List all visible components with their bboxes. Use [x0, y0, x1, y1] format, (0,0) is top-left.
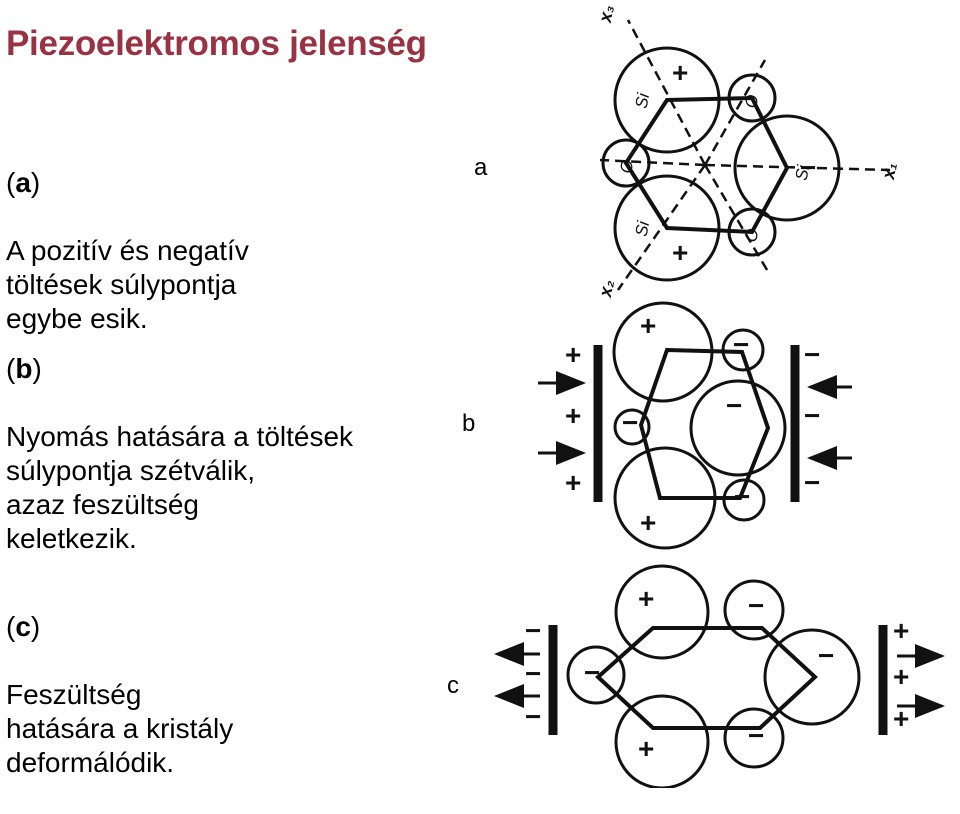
svg-text:−: − — [584, 657, 600, 688]
svg-text:−: − — [525, 701, 541, 732]
figure-a-atom-names: Si O Si O Si O — [616, 91, 813, 244]
figure-b-force-arrows — [538, 371, 852, 470]
figure-b-charges: + + − − − − + + + − − − — [565, 310, 820, 538]
svg-text:−: − — [525, 615, 541, 646]
section-b-tag: (b) — [6, 353, 42, 384]
svg-text:+: + — [893, 661, 909, 692]
svg-text:Si: Si — [632, 219, 654, 238]
svg-text:−: − — [525, 658, 541, 689]
page-title: Piezoelektromos jelenség — [6, 24, 427, 63]
svg-text:−: − — [734, 481, 750, 512]
figure-a-axes — [599, 19, 891, 291]
figure-a-charges: + − + — [672, 57, 816, 268]
section-c-tag: (c) — [6, 611, 41, 642]
svg-text:−: − — [733, 329, 749, 360]
section-a: (a) A pozitív és negatív töltések súlypo… — [6, 132, 249, 370]
figure-a-hexagon — [623, 95, 790, 235]
section-c: (c) Feszültség hatására a kristály defor… — [6, 576, 233, 814]
figure-a-diagram: + − + Si O Si O Si O x₃ x₁ x₂ — [595, 4, 901, 300]
svg-text:Si: Si — [792, 163, 814, 182]
figure-b-label: b — [462, 410, 476, 437]
svg-text:O: O — [741, 227, 762, 243]
section-b: (b) Nyomás hatására a töltések súlypontj… — [6, 318, 353, 590]
svg-text:+: + — [893, 703, 909, 734]
svg-text:O: O — [616, 158, 637, 174]
svg-text:−: − — [748, 720, 764, 751]
figure-c-label: c — [447, 672, 459, 699]
figure-c-hexagon — [595, 626, 818, 730]
figure-b-diagram: + + − − − − + + + − − − — [538, 301, 852, 550]
section-c-text: Feszültség hatására a kristály deformáló… — [6, 679, 234, 778]
figure-a-label: a — [474, 154, 488, 181]
svg-text:+: + — [893, 615, 909, 646]
svg-text:−: − — [804, 467, 820, 498]
svg-text:−: − — [818, 640, 834, 671]
figure-c-force-arrows — [494, 642, 945, 718]
crystal-diagrams: + − + Si O Si O Si O x₃ x₁ x₂ — [494, 4, 945, 788]
svg-text:+: + — [565, 400, 581, 431]
svg-text:Si: Si — [632, 91, 654, 110]
svg-text:+: + — [638, 583, 654, 614]
section-a-text: A pozitív és negatív töltések súlypontja… — [6, 235, 249, 334]
svg-text:−: − — [726, 390, 742, 421]
section-a-tag: (a) — [6, 167, 41, 198]
svg-text:+: + — [640, 310, 656, 341]
svg-text:x₃: x₃ — [595, 4, 618, 25]
svg-text:+: + — [672, 57, 688, 88]
svg-text:+: + — [640, 507, 656, 538]
svg-text:−: − — [804, 339, 820, 370]
svg-text:+: + — [672, 237, 688, 268]
svg-text:−: − — [748, 590, 764, 621]
figure-b-hexagon — [638, 347, 771, 500]
figure-c-atoms — [566, 564, 861, 788]
figure-c-diagram: + + − − − − − − − + + + — [494, 564, 945, 788]
figure-c-charges: + + − − − − − − − + + + — [525, 583, 909, 764]
svg-text:+: + — [565, 467, 581, 498]
svg-text:+: + — [565, 339, 581, 370]
svg-text:O: O — [741, 93, 762, 109]
svg-text:−: − — [800, 152, 816, 183]
section-b-text: Nyomás hatására a töltések súlypontja sz… — [6, 421, 354, 554]
figure-a-atoms — [601, 46, 841, 282]
svg-text:x₁: x₁ — [878, 161, 901, 182]
svg-text:+: + — [638, 733, 654, 764]
figure-a-axis-labels: x₃ x₁ x₂ — [595, 4, 901, 300]
svg-text:x₂: x₂ — [595, 278, 618, 299]
svg-text:−: − — [622, 407, 638, 438]
svg-text:−: − — [804, 400, 820, 431]
